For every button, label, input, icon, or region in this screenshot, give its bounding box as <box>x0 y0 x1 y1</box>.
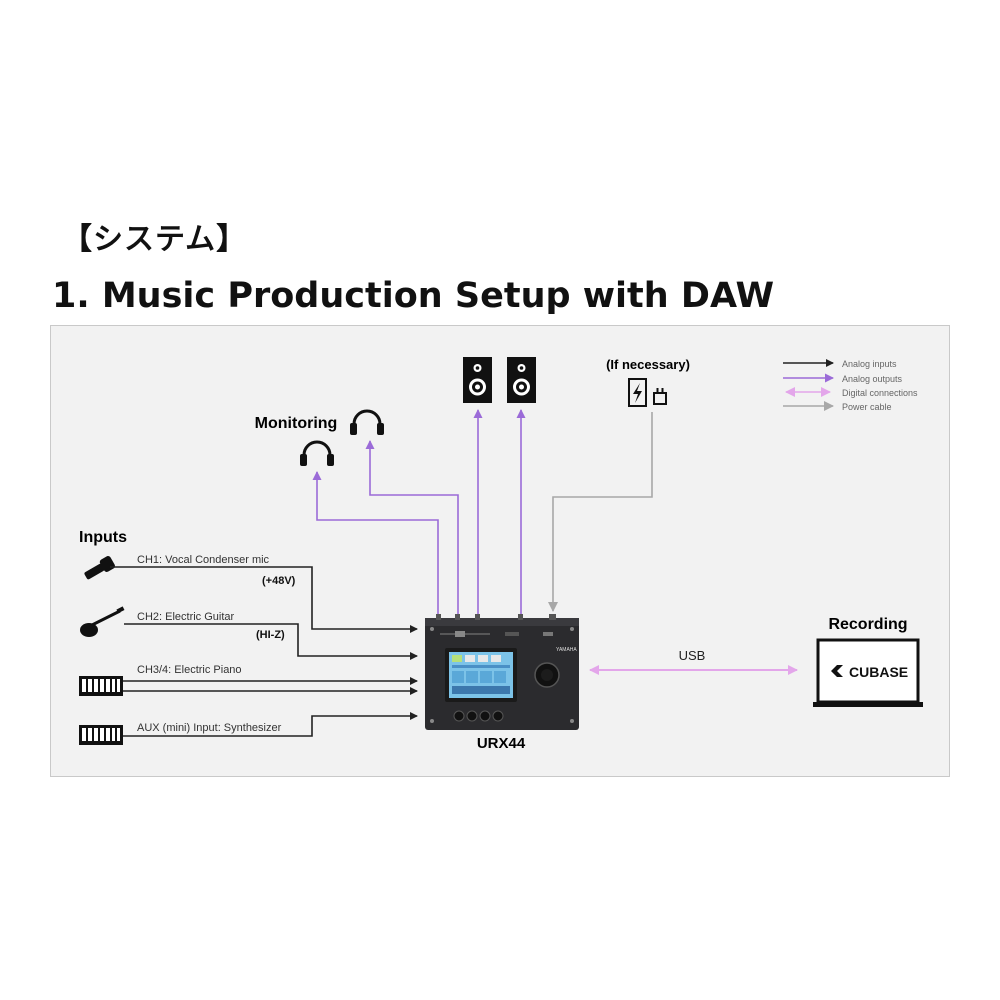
device-brand-label: YAMAHA <box>556 647 577 653</box>
legend-item-power-cable: Power cable <box>783 401 892 412</box>
input-label-ch34: CH3/4: Electric Piano <box>137 664 242 676</box>
inputs-label: Inputs <box>79 529 127 546</box>
analog-input-lines <box>110 566 418 737</box>
speaker-left-icon <box>463 357 492 403</box>
guitar-icon <box>80 606 125 637</box>
input-label-ch2: CH2: Electric Guitar <box>137 611 235 623</box>
keyboard-icon <box>79 725 123 745</box>
power-adapter-icon <box>628 378 667 407</box>
legend-label: Analog outputs <box>842 374 903 384</box>
legend-label: Power cable <box>842 402 892 412</box>
headphones-icon <box>300 440 334 466</box>
headphones-icon <box>350 409 384 435</box>
page-title: 1. Music Production Setup with DAW <box>52 276 775 316</box>
device-name-label: URX44 <box>477 735 526 752</box>
analog-output-lines <box>312 409 526 618</box>
input-note-ch2: (HI-Z) <box>256 629 285 641</box>
input-label-aux: AUX (mini) Input: Synthesizer <box>137 722 282 734</box>
urx44-device: YAMAHA <box>425 614 579 730</box>
usb-label: USB <box>679 648 706 663</box>
if-necessary-label: (If necessary) <box>606 357 690 372</box>
legend-item-digital-connections: Digital connections <box>785 387 918 398</box>
laptop-icon: CUBASE <box>813 638 923 707</box>
input-note-ch1: (+48V) <box>262 575 296 587</box>
legend-item-analog-inputs: Analog inputs <box>783 359 897 369</box>
recording-label: Recording <box>828 616 907 633</box>
legend-label: Analog inputs <box>842 359 897 369</box>
power-cable-line <box>548 412 653 612</box>
cubase-logo-icon <box>831 665 843 677</box>
input-label-ch1: CH1: Vocal Condenser mic <box>137 554 270 566</box>
legend-label: Digital connections <box>842 388 918 398</box>
microphone-icon <box>84 556 115 580</box>
legend-item-analog-outputs: Analog outputs <box>783 373 903 384</box>
monitoring-label: Monitoring <box>255 415 338 432</box>
speaker-right-icon <box>507 357 536 403</box>
legend: Analog inputs Analog outputs Digital con… <box>783 359 918 412</box>
keyboard-icon <box>79 676 123 696</box>
daw-name-label: CUBASE <box>849 664 908 680</box>
section-label: 【システム】 <box>62 222 248 257</box>
